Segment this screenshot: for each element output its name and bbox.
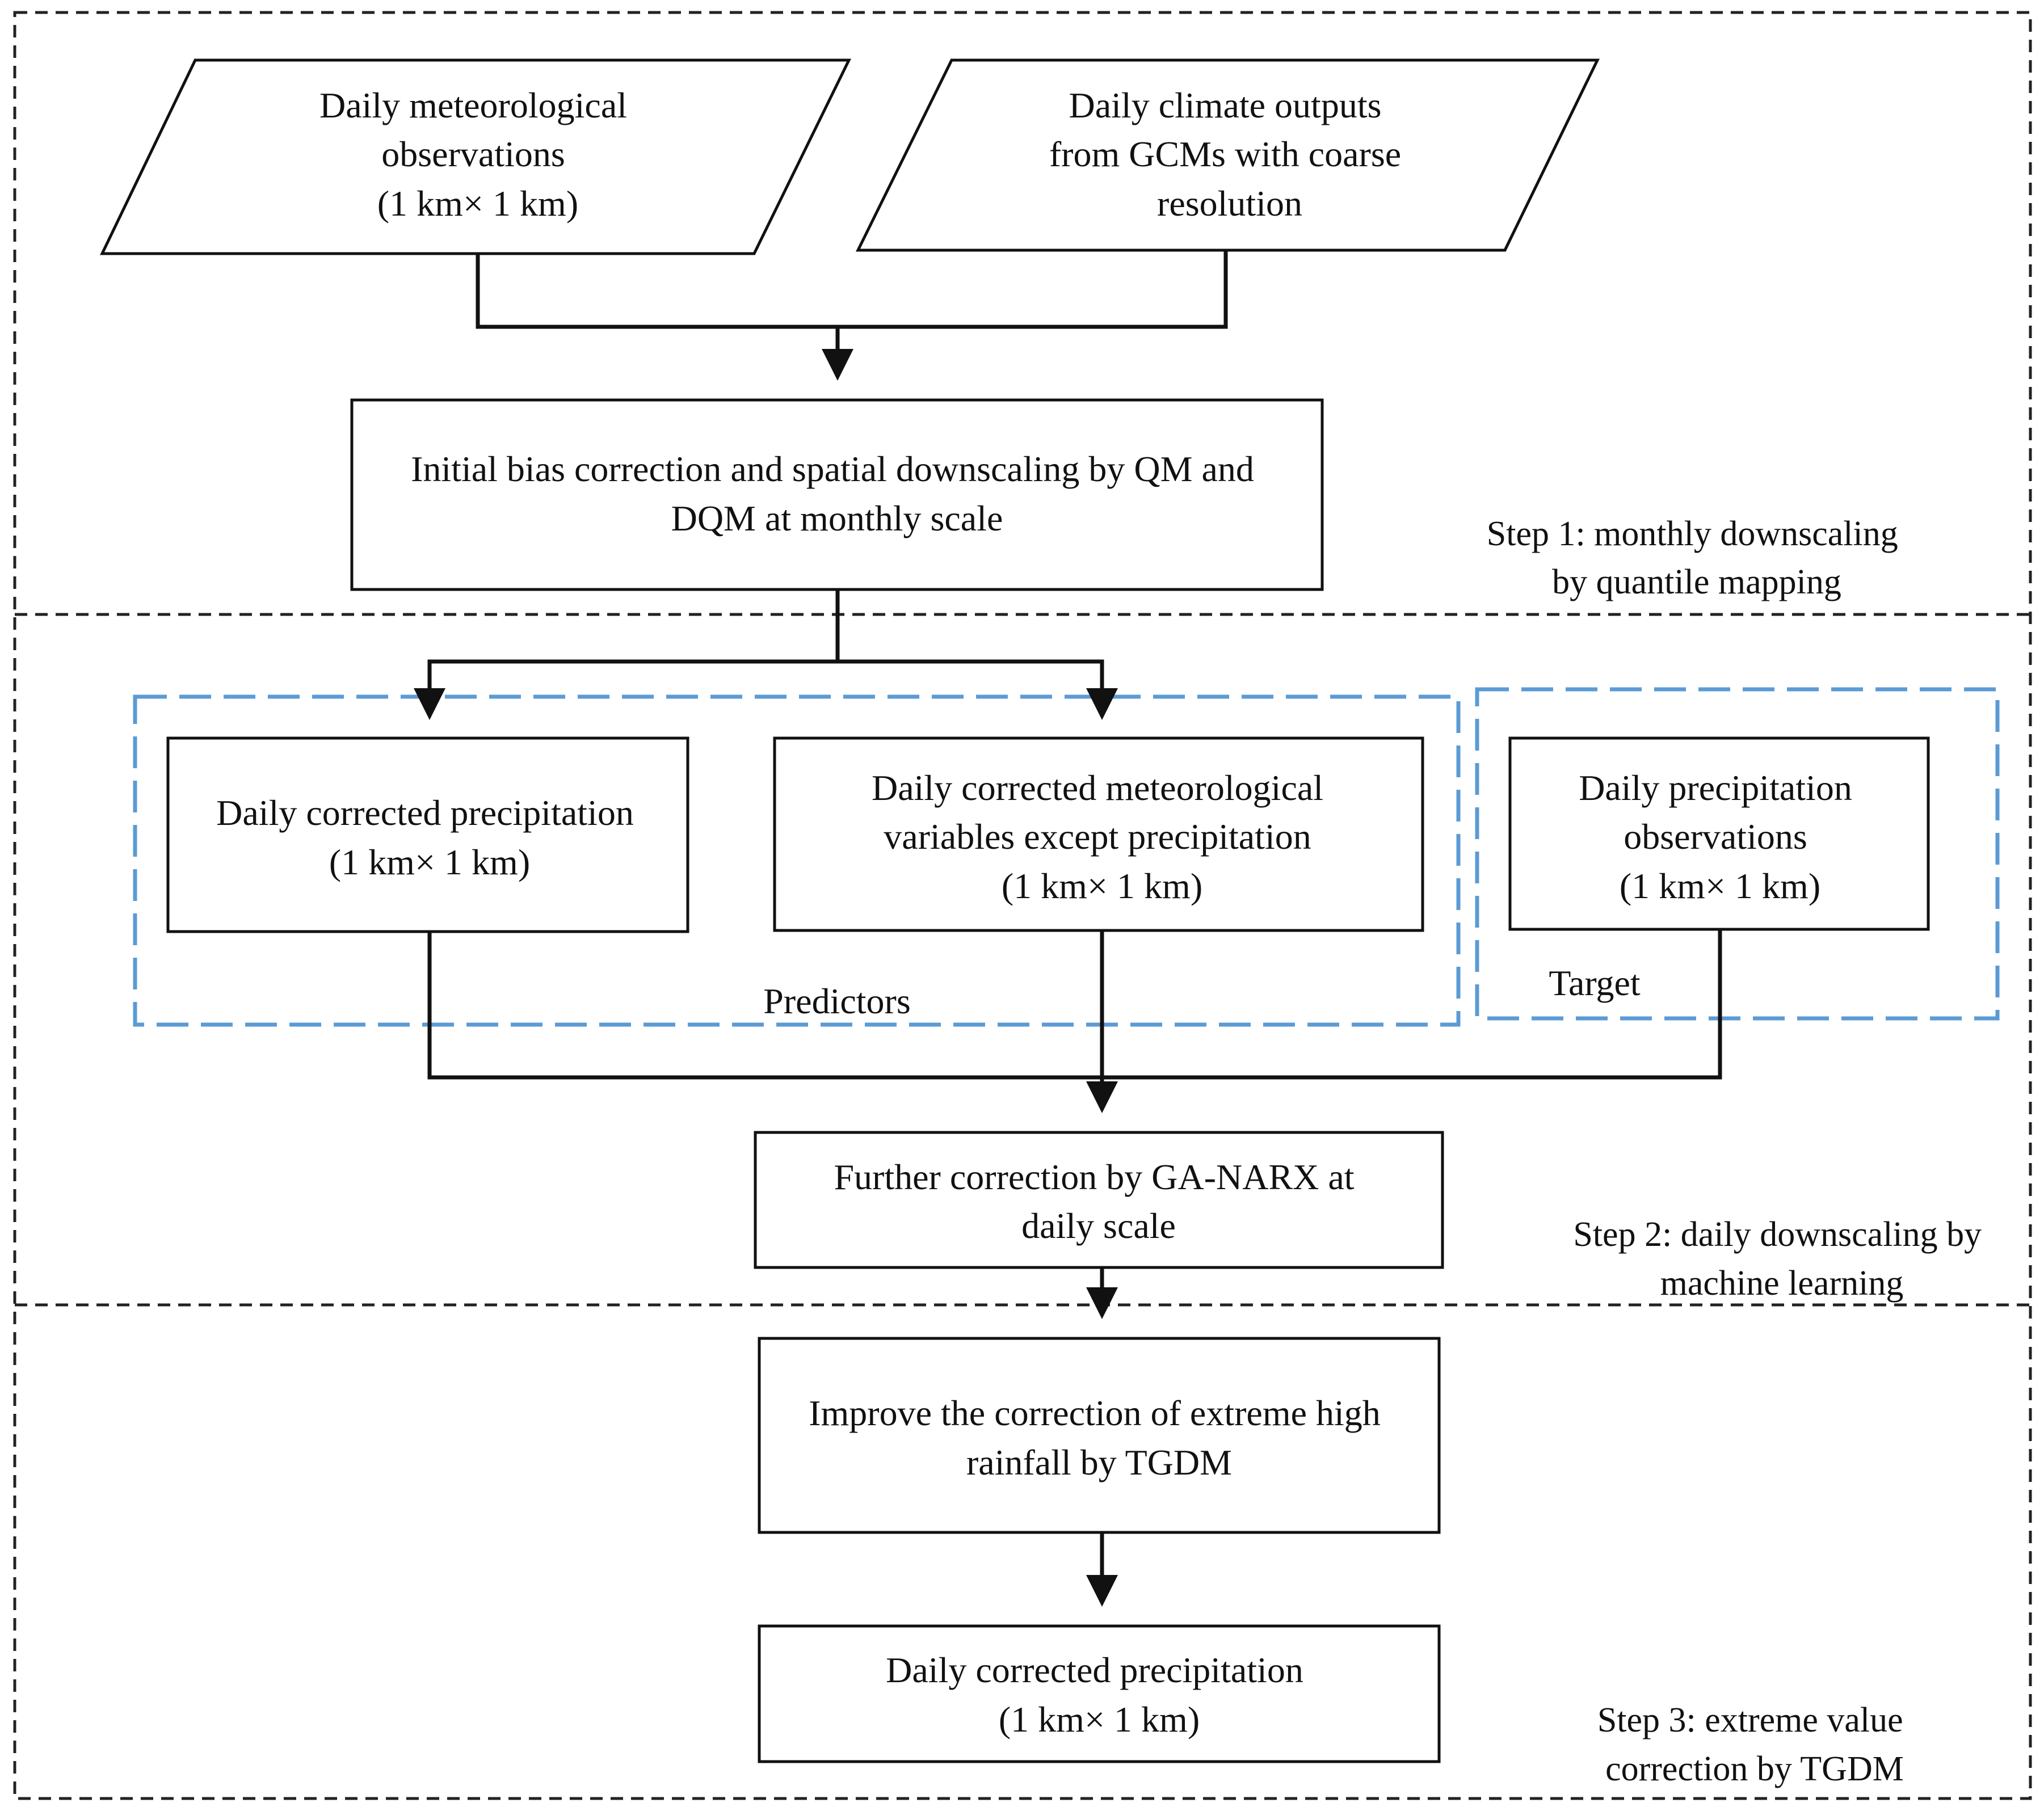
further-correction-label: Further correction by GA-NARX at daily s… xyxy=(834,1157,1363,1246)
precip-obs-box xyxy=(1508,736,1930,931)
corrected-vars-line-2: variables except precipitation xyxy=(884,816,1311,857)
corrected-precip-box xyxy=(166,736,689,933)
corrected-vars-line-3: (1 km× 1 km) xyxy=(1002,866,1202,906)
step2-label: Step 2: daily downscaling by machine lea… xyxy=(1573,1215,1990,1303)
corrected-precip-label: Daily corrected precipitation (1 km× 1 k… xyxy=(216,793,643,882)
further-correction-box xyxy=(754,1131,1444,1269)
connector-inputs-merge xyxy=(476,250,1228,329)
target-label: Target xyxy=(1549,963,1641,1003)
final-output-label: Daily corrected precipitation (1 km× 1 k… xyxy=(886,1650,1313,1739)
gcm-line-3: resolution xyxy=(1157,183,1302,224)
corrected-precip-line-2: (1 km× 1 km) xyxy=(329,842,530,882)
observations-input-shape xyxy=(100,58,852,255)
connector-split-horizontal xyxy=(427,659,1104,715)
improve-correction-label: Improve the correction of extreme high r… xyxy=(809,1393,1390,1482)
corrected-precip-line-1: Daily corrected precipitation xyxy=(216,793,634,833)
further-correction-line-1: Further correction by GA-NARX at xyxy=(834,1157,1354,1197)
corrected-vars-label: Daily corrected meteorological variables… xyxy=(872,768,1332,906)
observations-line-1: Daily meteorological xyxy=(319,85,627,125)
gcm-line-1: Daily climate outputs xyxy=(1069,85,1382,125)
gcm-input-label: Daily climate outputs from GCMs with coa… xyxy=(1049,85,1410,224)
improve-correction-box xyxy=(758,1337,1441,1534)
initial-correction-label: Initial bias correction and spatial down… xyxy=(411,449,1263,538)
step2-line-1: Step 2: daily downscaling by xyxy=(1573,1215,1982,1254)
improve-correction-line-2: rainfall by TGDM xyxy=(966,1442,1232,1482)
corrected-vars-box xyxy=(773,736,1424,932)
initial-correction-box xyxy=(350,398,1324,591)
precip-obs-line-3: (1 km× 1 km) xyxy=(1620,866,1820,906)
gcm-line-2: from GCMs with coarse xyxy=(1049,134,1401,174)
outer-border xyxy=(13,11,2032,1800)
step1-line-2: by quantile mapping xyxy=(1552,563,1841,601)
final-output-box xyxy=(758,1624,1441,1763)
initial-correction-line-1: Initial bias correction and spatial down… xyxy=(411,449,1254,489)
gcm-input-shape xyxy=(855,58,1600,252)
corrected-vars-line-1: Daily corrected meteorological xyxy=(872,768,1323,808)
observations-input-label: Daily meteorological observations (1 km×… xyxy=(319,85,636,224)
predictors-label: Predictors xyxy=(763,981,911,1021)
step3-line-1: Step 3: extreme value xyxy=(1597,1701,1903,1739)
observations-line-2: observations xyxy=(381,134,565,174)
initial-correction-line-2: DQM at monthly scale xyxy=(671,498,1003,538)
improve-correction-line-1: Improve the correction of extreme high xyxy=(809,1393,1381,1433)
step1-line-1: Step 1: monthly downscaling xyxy=(1487,515,1898,553)
step3-line-2: correction by TGDM xyxy=(1605,1750,1904,1788)
predictors-group-box xyxy=(133,694,1461,1027)
final-output-line-2: (1 km× 1 km) xyxy=(999,1699,1200,1739)
final-output-line-1: Daily corrected precipitation xyxy=(886,1650,1303,1690)
connector-predictors-target-merge xyxy=(427,929,1722,1080)
step1-label: Step 1: monthly downscaling by quantile … xyxy=(1487,515,1907,601)
precip-obs-line-1: Daily precipitation xyxy=(1579,768,1852,808)
precip-obs-line-2: observations xyxy=(1624,816,1807,857)
step3-label: Step 3: extreme value correction by TGDM xyxy=(1597,1701,1912,1788)
observations-line-3: (1 km× 1 km) xyxy=(377,183,578,224)
target-group-box xyxy=(1475,687,2000,1021)
precip-obs-label: Daily precipitation observations (1 km× … xyxy=(1579,768,1861,906)
further-correction-line-2: daily scale xyxy=(1021,1206,1176,1246)
step2-line-2: machine learning xyxy=(1660,1264,1904,1303)
